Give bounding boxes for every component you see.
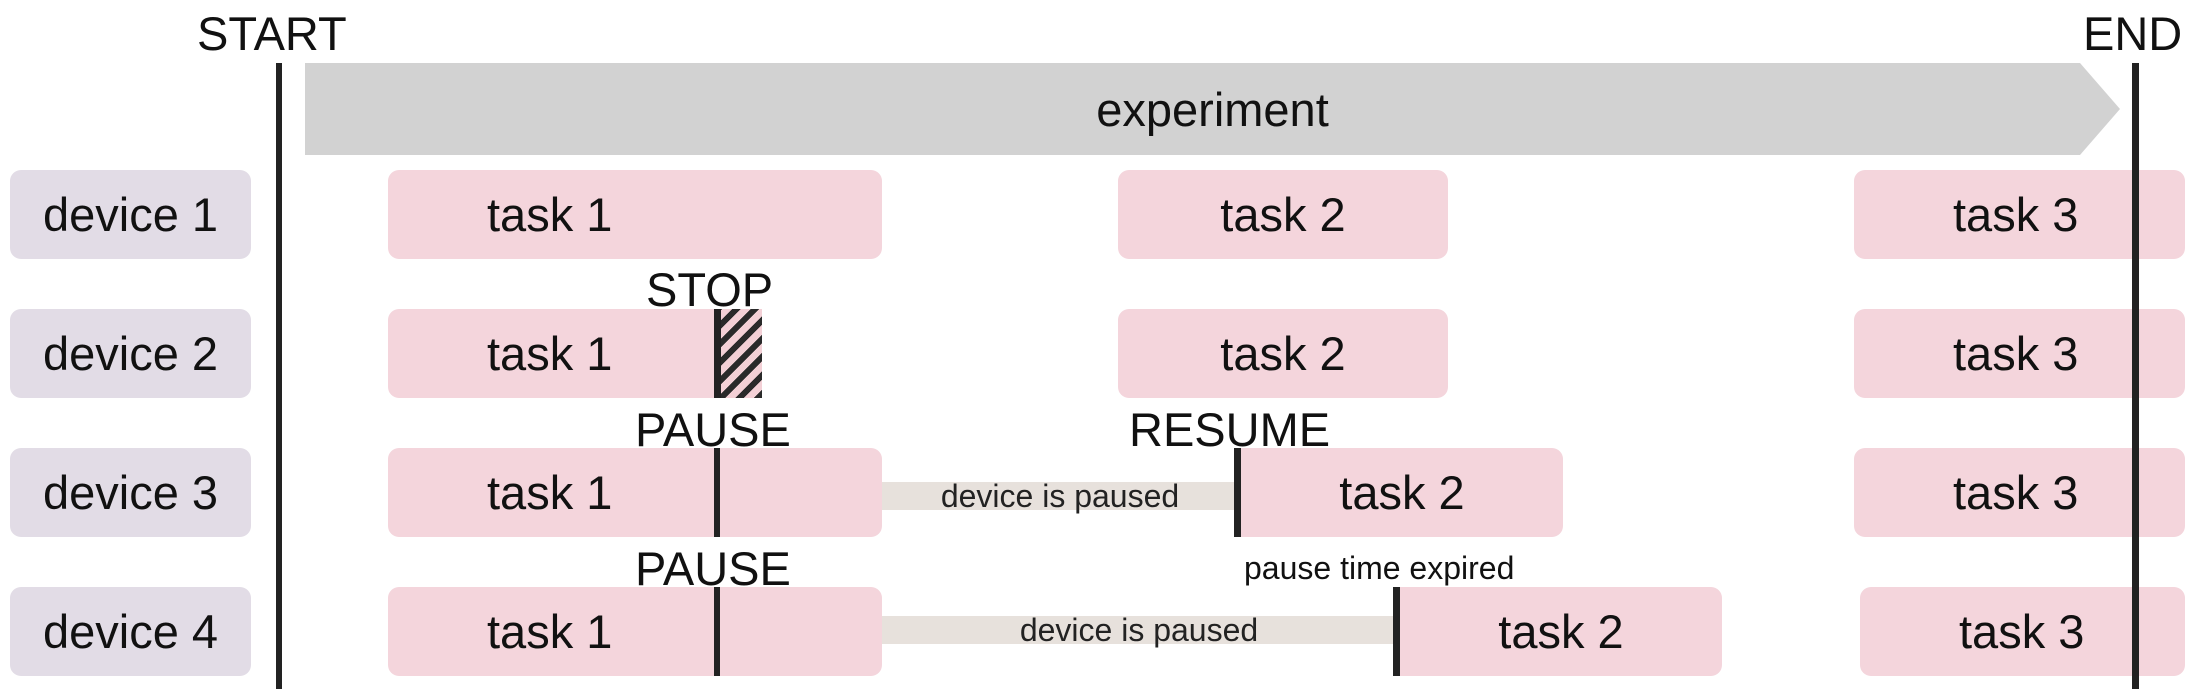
end-label: END bbox=[2083, 7, 2183, 60]
device-1-task-1: task 1 bbox=[388, 170, 882, 259]
device-2-task-3: task 3 bbox=[1854, 309, 2185, 398]
device-2-box: device 2 bbox=[10, 309, 251, 398]
start-line bbox=[276, 63, 282, 689]
device-3-box: device 3 bbox=[10, 448, 251, 537]
device-3-task-2: task 2 bbox=[1241, 448, 1563, 537]
device-1-task-3: task 3 bbox=[1854, 170, 2185, 259]
device-2-task-2: task 2 bbox=[1118, 309, 1448, 398]
expire-line-device-4 bbox=[1393, 587, 1400, 676]
pause-line-device-4 bbox=[714, 587, 720, 676]
pause-expired-note: pause time expired bbox=[1244, 550, 1515, 586]
device-3-task-3: task 3 bbox=[1854, 448, 2185, 537]
pause-line-device-3 bbox=[714, 448, 720, 537]
paused-bar-device-3: device is paused bbox=[882, 478, 1238, 514]
device-2-task-1: task 1 bbox=[388, 309, 718, 398]
stop-hatch-block bbox=[714, 309, 762, 398]
resume-label-device-3: RESUME bbox=[1129, 403, 1331, 456]
experiment-arrow-shape bbox=[305, 63, 2120, 155]
device-1-task-2: task 2 bbox=[1118, 170, 1448, 259]
experiment-label: experiment bbox=[1096, 82, 1329, 136]
device-4-box: device 4 bbox=[10, 587, 251, 676]
device-4-task-3: task 3 bbox=[1860, 587, 2185, 676]
paused-bar-device-4: device is paused bbox=[882, 612, 1396, 648]
pause-label-device-3: PAUSE bbox=[635, 403, 791, 456]
resume-line-device-3 bbox=[1234, 448, 1241, 537]
device-4-task-1: task 1 bbox=[388, 587, 882, 676]
device-1-box: device 1 bbox=[10, 170, 251, 259]
stop-line bbox=[714, 309, 721, 398]
stop-label: STOP bbox=[646, 263, 774, 316]
device-4-task-2: task 2 bbox=[1400, 587, 1722, 676]
start-label: START bbox=[197, 7, 347, 60]
end-line bbox=[2132, 63, 2139, 689]
pause-label-device-4: PAUSE bbox=[635, 542, 791, 595]
device-3-task-1: task 1 bbox=[388, 448, 882, 537]
